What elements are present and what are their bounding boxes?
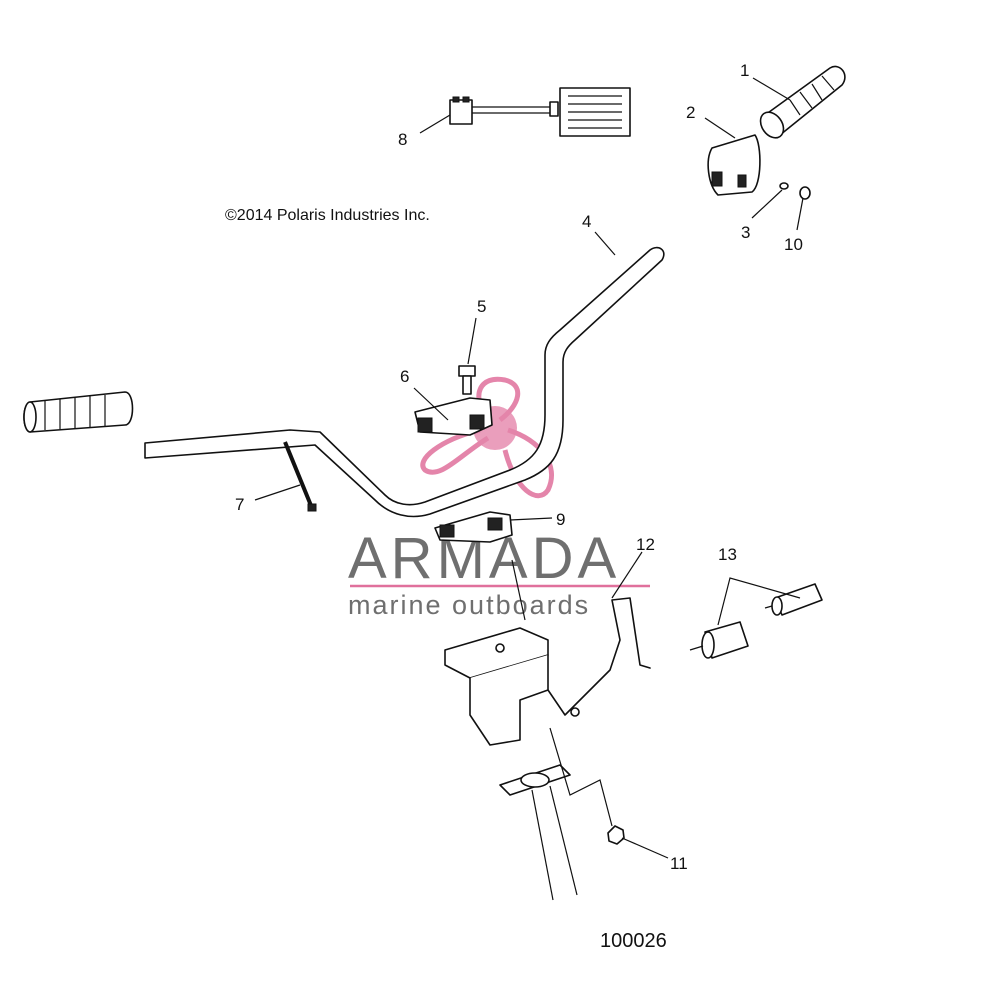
switch-housing-part	[707, 134, 761, 196]
callout-8: 8	[398, 130, 407, 149]
cable-tie-part	[283, 441, 317, 512]
callout-2: 2	[686, 103, 695, 122]
callout-6: 6	[400, 367, 409, 386]
callout-4: 4	[582, 212, 591, 231]
lower-clamp-part	[434, 511, 513, 543]
plug-part	[799, 186, 811, 200]
heater-harness-part	[449, 87, 631, 137]
bolt-part	[458, 365, 476, 395]
copyright-notice: ©2014 Polaris Industries Inc.	[225, 207, 430, 224]
callout-9: 9	[556, 510, 565, 529]
callout-1: 1	[740, 61, 749, 80]
watermark-tagline: marine outboards	[348, 590, 590, 620]
callout-11: 11	[670, 854, 688, 873]
upper-clamp-part	[414, 397, 493, 436]
figure-number: 100026	[600, 930, 667, 952]
callout-10: 10	[784, 235, 803, 254]
left-grip-part	[23, 391, 134, 433]
mounting-bracket-part	[444, 597, 651, 746]
right-grip-part	[759, 65, 846, 139]
callout-13: 13	[718, 545, 737, 564]
callout-3: 3	[741, 223, 750, 242]
callout-5: 5	[477, 297, 486, 316]
leader-lines	[254, 77, 804, 859]
callout-12: 12	[636, 535, 655, 554]
screw-part	[779, 182, 789, 190]
nut-part	[607, 825, 625, 845]
callout-7: 7	[235, 495, 244, 514]
handlebar-part	[144, 246, 665, 518]
grip-heater-part	[689, 583, 823, 659]
steering-post-part	[499, 764, 578, 901]
